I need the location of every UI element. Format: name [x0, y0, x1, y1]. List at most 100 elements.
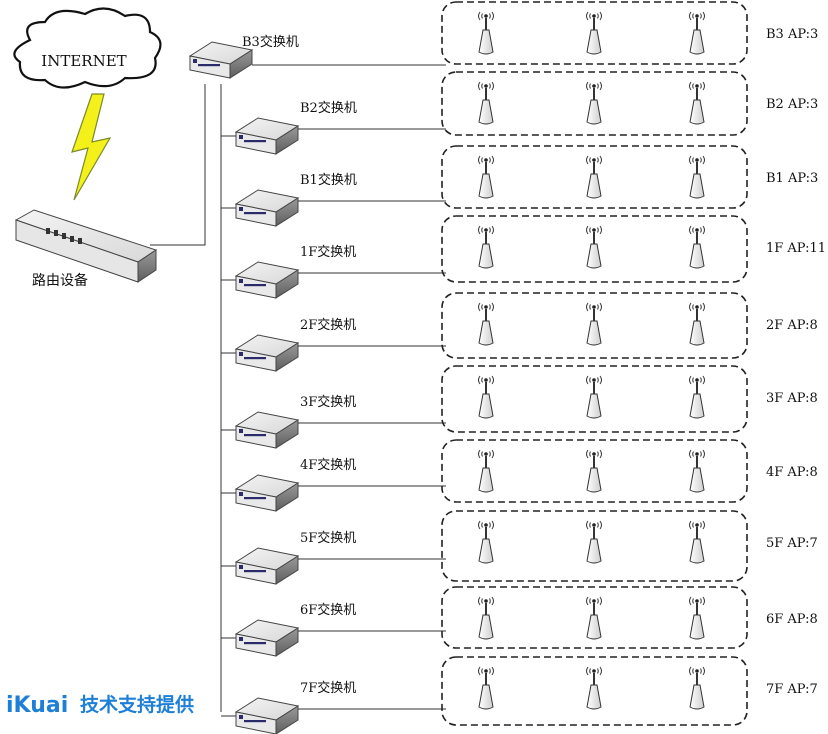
- switch-device-icon: [235, 547, 299, 585]
- access-point-icon: [688, 520, 706, 564]
- ap-group-boundary: [441, 71, 748, 136]
- ap-group-label: 7F AP:7: [766, 682, 818, 697]
- access-point-icon: [585, 155, 603, 199]
- access-point-icon: [477, 11, 495, 55]
- access-point-icon: [585, 520, 603, 564]
- ap-group-boundary: [441, 1, 748, 65]
- ap-group-boundary: [441, 292, 748, 359]
- footer-credit-text: 技术支持提供: [80, 693, 194, 716]
- ap-group-label: 3F AP:8: [766, 391, 818, 406]
- floor-switch: B1交换机: [221, 172, 446, 227]
- switch-device-icon: [235, 189, 299, 227]
- ap-group-boundary: [441, 145, 748, 209]
- switch-label: 4F交换机: [300, 457, 356, 473]
- access-point-icon: [585, 375, 603, 419]
- lightning-link-icon: [71, 93, 112, 201]
- switch-label: 7F交换机: [300, 680, 356, 696]
- access-point-icon: [585, 225, 603, 269]
- ap-group: B1 AP:3: [441, 145, 818, 209]
- access-point-icon: [688, 666, 706, 710]
- access-point-icon: [585, 11, 603, 55]
- access-point-icon: [585, 81, 603, 125]
- switch-label: B2交换机: [300, 100, 357, 116]
- footer-brand-logo: iKuai: [6, 693, 68, 718]
- router-device-icon: [14, 209, 158, 283]
- ap-group: 1F AP:11: [441, 215, 826, 283]
- ap-group: 3F AP:8: [441, 365, 818, 433]
- core-switch-label: B3交换机: [242, 34, 299, 50]
- ap-group-label: 5F AP:7: [766, 536, 818, 551]
- access-point-icon: [585, 596, 603, 640]
- internet-cloud-icon: [13, 7, 162, 89]
- switch-device-icon: [235, 697, 299, 734]
- access-point-icon: [477, 449, 495, 493]
- ap-group-label: B2 AP:3: [766, 97, 818, 112]
- floor-switch: B2交换机: [221, 100, 446, 155]
- switch-label: B1交换机: [300, 172, 357, 188]
- ap-group-boundary: [441, 510, 748, 582]
- floor-switch: 6F交换机: [221, 602, 446, 657]
- access-point-icon: [477, 375, 495, 419]
- access-point-icon: [688, 596, 706, 640]
- floor-switch: 2F交换机: [221, 317, 446, 372]
- ap-group-label: B1 AP:3: [766, 171, 818, 186]
- ap-group-boundary: [441, 586, 748, 649]
- access-point-icon: [477, 81, 495, 125]
- switch-device-icon: [235, 411, 299, 449]
- access-point-icon: [477, 596, 495, 640]
- ap-group: 2F AP:8: [441, 292, 818, 359]
- switch-device-icon: [235, 261, 299, 299]
- ap-group: 7F AP:7: [441, 656, 818, 726]
- switch-device-icon: [235, 474, 299, 512]
- floor-switch: 7F交换机: [221, 680, 446, 734]
- ap-group: B3 AP:3: [441, 1, 818, 65]
- ap-group-label: 6F AP:8: [766, 612, 818, 627]
- access-point-icon: [585, 449, 603, 493]
- ap-group-boundary: [441, 365, 748, 433]
- router-uplink-line: [150, 84, 206, 246]
- switch-device-icon: [235, 334, 299, 372]
- access-point-icon: [688, 81, 706, 125]
- ap-group-label: B3 AP:3: [766, 27, 818, 42]
- ap-group-boundary: [441, 656, 748, 726]
- ap-group: 6F AP:8: [441, 586, 818, 649]
- access-point-icon: [585, 666, 603, 710]
- access-point-icon: [688, 302, 706, 346]
- access-point-icon: [477, 155, 495, 199]
- ap-group: 5F AP:7: [441, 510, 818, 582]
- floor-switches: B2交换机 B1交换机 1F交换机 2F交换机 3F交换机 4F交换机 5F交换机 6F交换机…: [221, 100, 446, 734]
- ap-group-boundary: [441, 215, 748, 283]
- access-point-icon: [477, 666, 495, 710]
- ap-group-label: 1F AP:11: [766, 241, 826, 256]
- ap-group: B2 AP:3: [441, 71, 818, 136]
- access-point-icon: [688, 155, 706, 199]
- core-switch-icon: [188, 41, 254, 79]
- access-point-icon: [688, 375, 706, 419]
- access-point-icon: [477, 520, 495, 564]
- ap-group: 4F AP:8: [441, 439, 818, 503]
- switch-label: 5F交换机: [300, 530, 356, 546]
- switch-label: 6F交换机: [300, 602, 356, 618]
- switch-label: 2F交换机: [300, 317, 356, 333]
- floor-switch: 4F交换机: [221, 457, 446, 512]
- router-label: 路由设备: [32, 272, 88, 289]
- switch-device-icon: [235, 619, 299, 657]
- ap-group-label: 4F AP:8: [766, 465, 818, 480]
- access-point-icon: [477, 225, 495, 269]
- floor-switch: 5F交换机: [221, 530, 446, 585]
- access-point-icon: [688, 225, 706, 269]
- switch-label: 3F交换机: [300, 394, 356, 410]
- access-point-icon: [585, 302, 603, 346]
- switch-label: 1F交换机: [300, 244, 356, 260]
- floor-switch: 1F交换机: [221, 244, 446, 299]
- ap-group-label: 2F AP:8: [766, 318, 818, 333]
- ap-group-boundary: [441, 439, 748, 503]
- floor-switch: 3F交换机: [221, 394, 446, 449]
- access-point-icon: [688, 11, 706, 55]
- internet-label: INTERNET: [41, 52, 126, 70]
- switch-device-icon: [235, 117, 299, 155]
- access-point-icon: [477, 302, 495, 346]
- ap-groups: B3 AP:3 B2 AP:3 B1 AP:3 1F AP:11 2F AP:8 3F A…: [441, 1, 826, 726]
